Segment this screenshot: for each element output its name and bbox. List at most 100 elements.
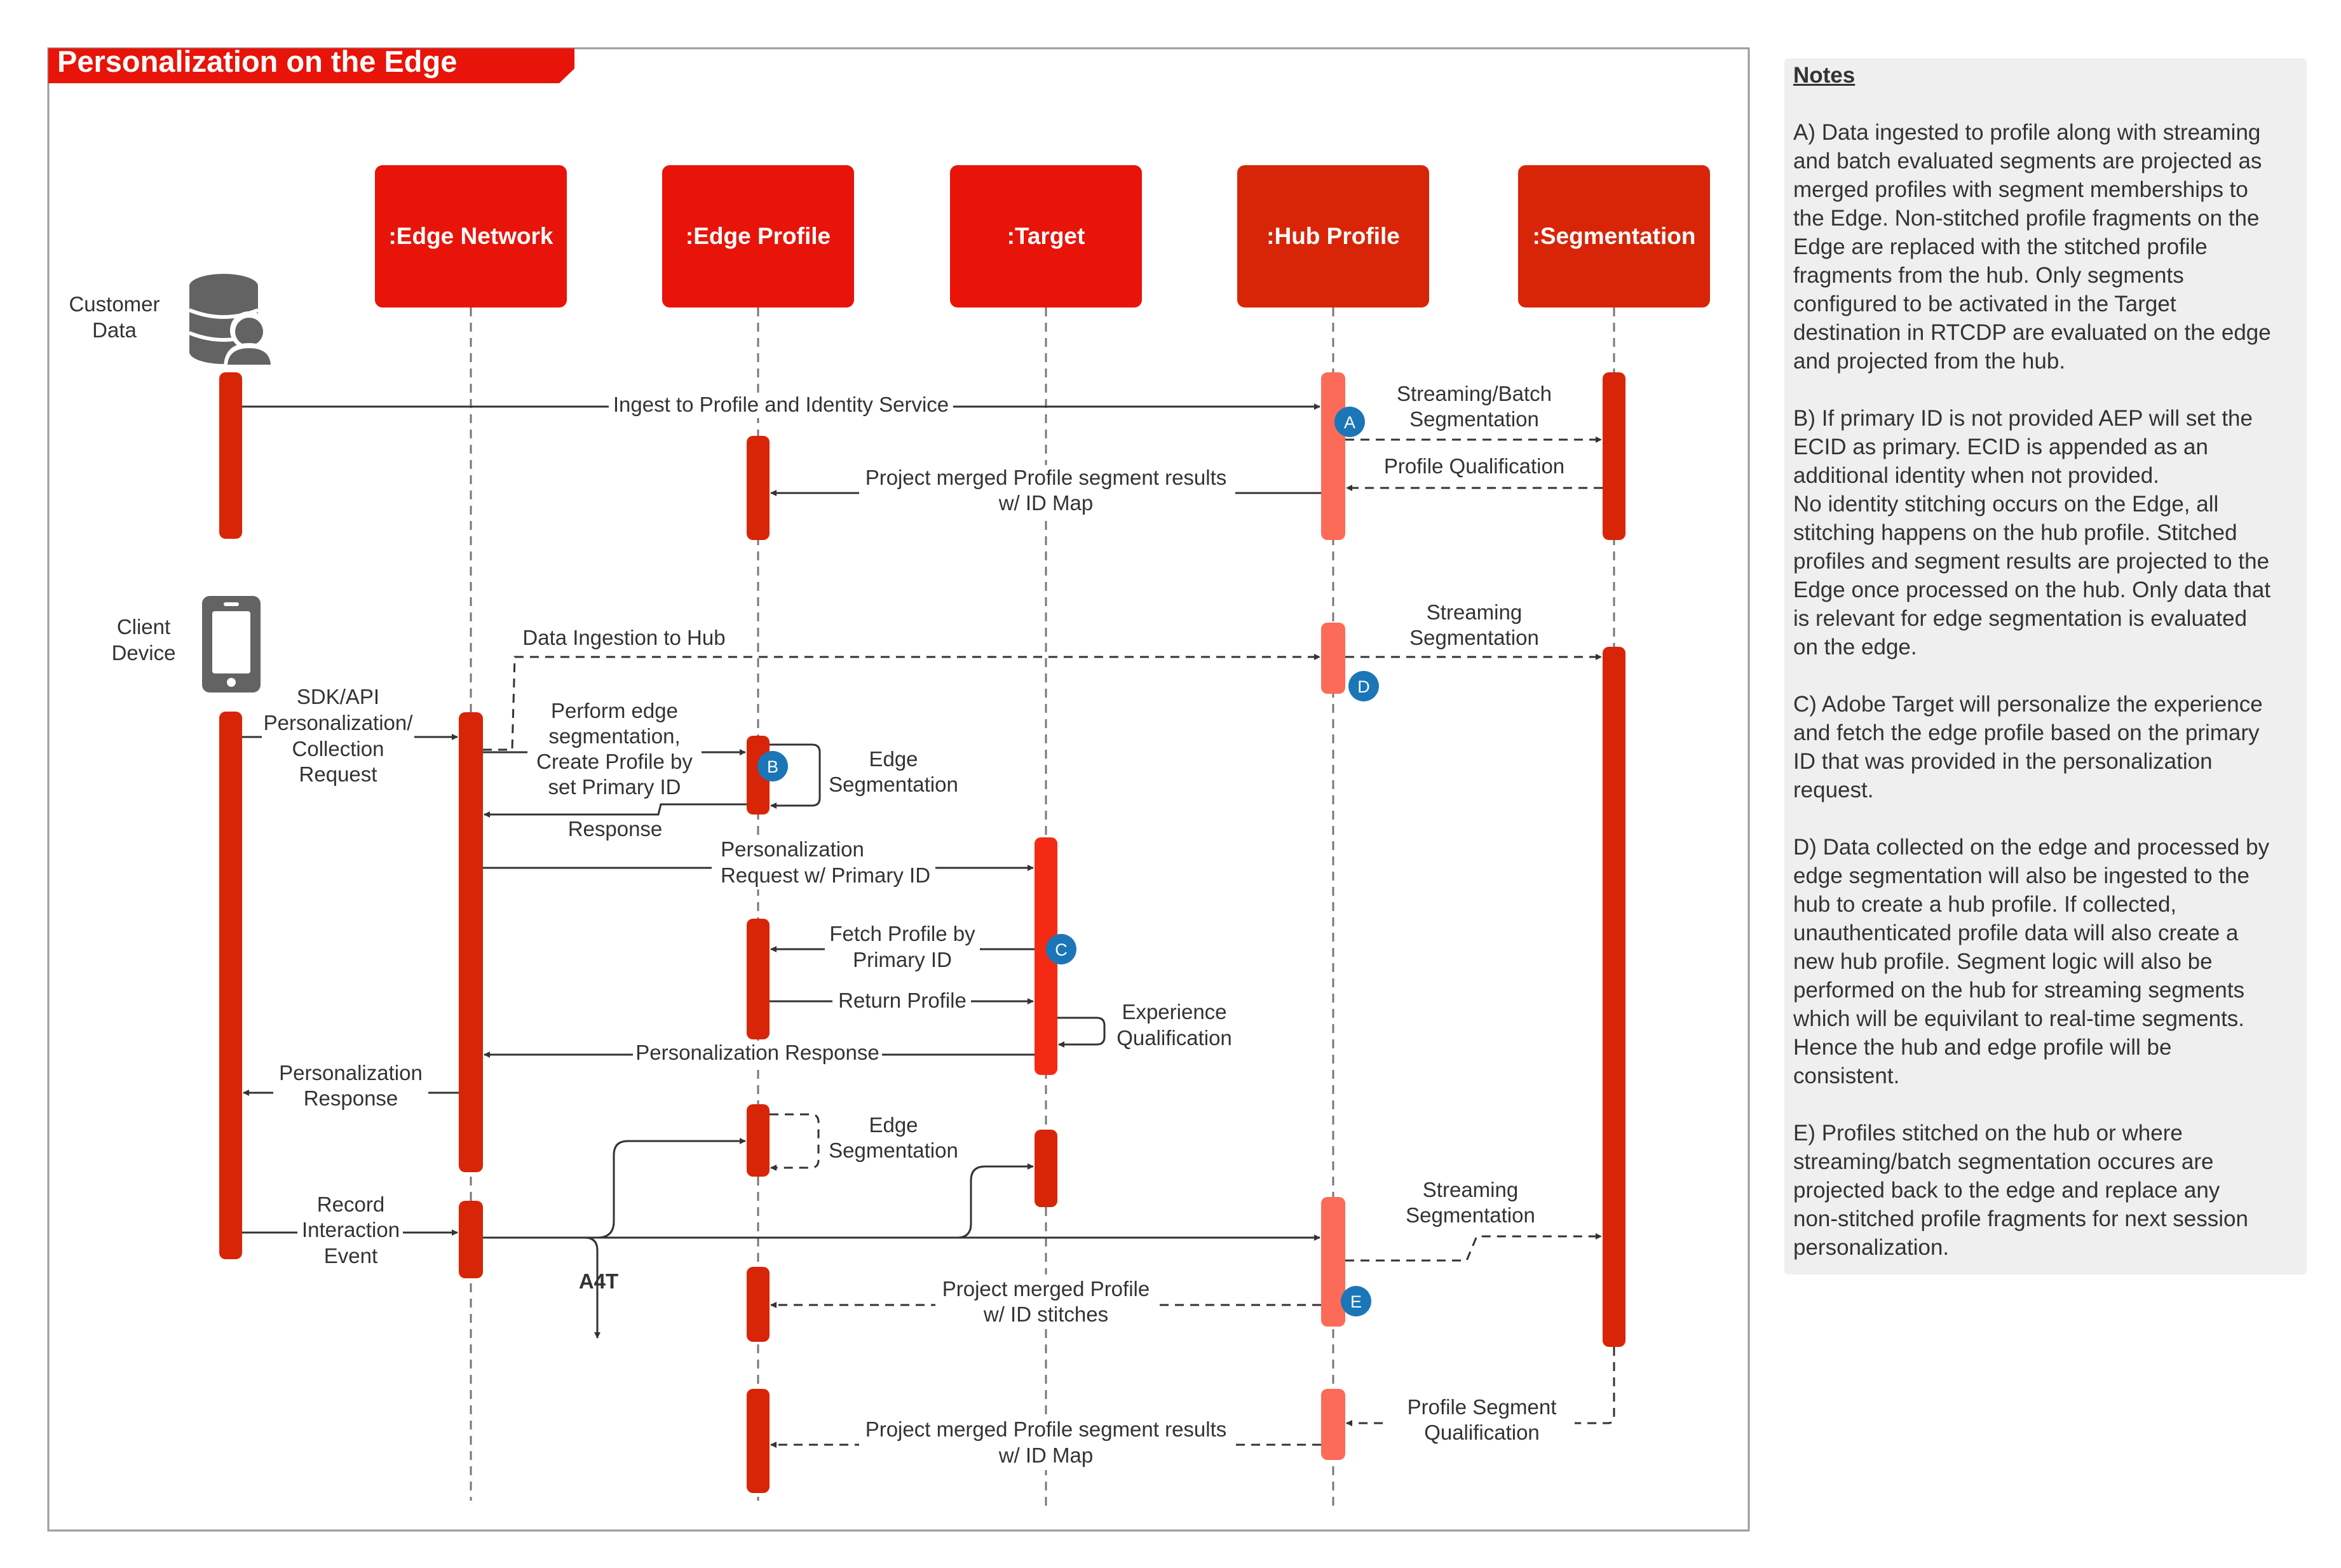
message-label: Qualification [1424,1421,1540,1444]
customer-data-label: Data [92,318,137,342]
notes-panel: Notes A) Data ingested to profile along … [1784,58,2307,1274]
activation-hub-profile [1321,623,1345,694]
activation-edge-profile [747,919,770,1039]
notes-line: which will be equivilant to real-time se… [1793,1006,2245,1031]
message-label: Qualification [1116,1026,1232,1050]
notes-line: configured to be activated in the Target [1793,292,2176,316]
message-label: Segmentation [829,1139,958,1162]
message-label: Edge [869,1113,918,1137]
badge-e: E [1341,1286,1371,1316]
notes-line: unauthenticated profile data will also c… [1793,921,2239,945]
notes-line: request. [1793,778,1874,802]
activation-edge-network [459,1201,483,1278]
message-label: w/ ID Map [998,491,1094,515]
message-label: set Primary ID [548,775,681,799]
message-label: Streaming [1423,1178,1518,1201]
participant-segmentation: :Segmentation [1518,165,1710,308]
participant-edge-profile: :Edge Profile [662,165,854,308]
notes-line: stitching happens on the hub profile. St… [1793,520,2237,545]
notes-line: performed on the hub for streaming segme… [1793,978,2245,1003]
activation-customer-data [219,372,242,539]
participant-label: :Target [1007,223,1085,249]
message-label: Response [304,1086,398,1110]
participant-label: :Segmentation [1533,223,1696,249]
participant-hub-profile: :Hub Profile [1237,165,1429,308]
message-label: Segmentation [829,773,958,796]
badge-b: B [757,751,788,781]
page-title: Personalization on the Edge [57,44,457,78]
notes-paragraph: C) Adobe Target will personalize the exp… [1793,690,2298,804]
notes-line: ECID as primary. ECID is appended as an [1793,435,2208,459]
notes-line: and batch evaluated segments are project… [1793,149,2262,173]
activation-edge-profile [747,1389,770,1493]
message-label: Project merged Profile segment results [865,1417,1227,1441]
activation-segmentation [1603,647,1625,1347]
notes-line: additional identity when not provided. [1793,463,2159,488]
svg-text:E: E [1350,1292,1362,1311]
message-label: Profile Qualification [1384,454,1564,478]
message-label: Project merged Profile segment results [865,466,1227,489]
activation-client-device [219,712,242,1259]
notes-line: projected back to the edge and replace a… [1793,1178,2220,1203]
message-label: Segmentation [1406,1203,1535,1227]
message-label: Request w/ Primary ID [721,863,930,887]
message-label: Experience [1122,1000,1226,1024]
client-device-label: Client [117,615,170,639]
participant-label: :Hub Profile [1266,223,1400,249]
notes-line: Hence the hub and edge profile will be [1793,1035,2172,1060]
message-label: Response [568,817,663,841]
message-label: Profile Segment [1408,1395,1557,1419]
participant-label: :Edge Network [388,223,553,249]
notes-line: and fetch the edge profile based on the … [1793,720,2260,745]
svg-text:C: C [1055,940,1068,959]
notes-line: consistent. [1793,1064,1900,1088]
smartphone-icon [202,596,261,693]
message-arrow [483,654,1320,751]
notes-line: A) Data ingested to profile along with s… [1793,120,2261,145]
notes-title: Notes [1793,63,1856,88]
notes-line: the Edge. Non-stitched profile fragments… [1793,206,2260,231]
message-label: Streaming [1427,600,1522,624]
message-label: Streaming/Batch [1397,382,1552,405]
participant-edge-network: :Edge Network [375,165,567,308]
svg-text:B: B [767,757,778,776]
notes-paragraph: D) Data collected on the edge and proces… [1793,833,2298,1090]
message-label: Segmentation [1409,407,1539,431]
client-device-label: Device [112,641,176,665]
notes-line: merged profiles with segment memberships… [1793,177,2248,202]
message-label: segmentation, [548,724,680,748]
badge-d: D [1348,671,1379,701]
message-label: Personalization [279,1061,423,1085]
message-label: Return Profile [838,989,967,1012]
badge-a: A [1334,407,1365,437]
message-arrow [484,803,747,818]
message-label: Event [324,1244,377,1267]
message-label: Interaction [302,1218,400,1241]
message-label: Perform edge [551,699,678,722]
notes-line: Edge once processed on the hub. Only dat… [1793,578,2271,602]
notes-line: is relevant for edge segmentation is eva… [1793,606,2248,631]
message-label: A4T [579,1269,618,1293]
message-label: Fetch Profile by [829,922,975,945]
activation-edge-network [459,712,483,1172]
message-arrow [597,1138,746,1239]
activation-target [1035,837,1057,1075]
message-arrow [770,743,821,809]
message-label: Personalization Response [635,1041,879,1064]
notes-line: No identity stitching occurs on the Edge… [1793,492,2219,517]
notes-paragraph: E) Profiles stitched on the hub or where… [1793,1119,2298,1262]
activation-hub-profile [1321,372,1345,540]
notes-line: new hub profile. Segment logic will also… [1793,949,2213,974]
message-label: Primary ID [853,948,952,971]
notes-line: E) Profiles stitched on the hub or where [1793,1121,2183,1146]
notes-line: non-stitched profile fragments for next … [1793,1206,2248,1231]
message-label: Request [299,762,377,786]
message-label: Record [317,1193,384,1216]
customer-data-label: Customer [69,292,159,316]
notes-line: destination in RTCDP are evaluated on th… [1793,320,2271,345]
activation-edge-profile [747,1104,770,1177]
notes-line: edge segmentation will also be ingested … [1793,863,2249,888]
message-arrow [956,1163,1034,1239]
notes-paragraph: B) If primary ID is not provided AEP wil… [1793,404,2298,661]
message-label: Personalization/ [264,711,414,734]
